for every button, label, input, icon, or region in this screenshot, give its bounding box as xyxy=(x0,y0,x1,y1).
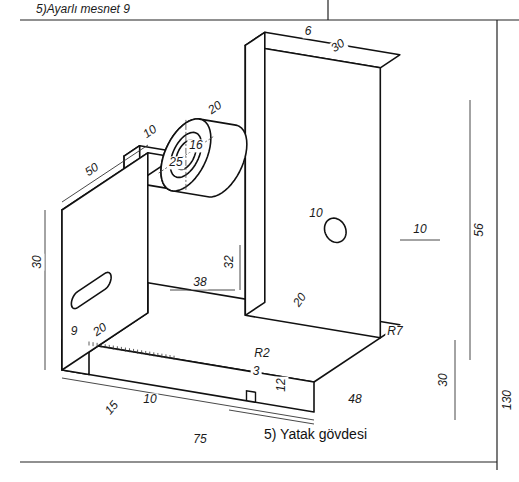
mounting-hole xyxy=(325,218,347,242)
fillet-mark xyxy=(113,346,114,350)
fillet-mark xyxy=(109,345,110,349)
drawing-title: 5) Yatak gövdesi xyxy=(262,426,369,442)
dimension-label: 15 xyxy=(101,397,122,419)
frame-line xyxy=(20,461,497,462)
fillet-mark xyxy=(89,342,90,346)
fillet-mark xyxy=(133,349,134,353)
center-line xyxy=(159,120,214,190)
dimension-label: 130 xyxy=(501,388,514,412)
dimension-label: 20 xyxy=(204,98,226,119)
fillet-mark xyxy=(117,346,118,350)
fillet-mark xyxy=(145,351,146,355)
fillet-mark xyxy=(105,344,106,348)
dimension-label: 3 xyxy=(251,365,262,378)
dimension-line xyxy=(170,290,235,291)
dimension-label: 30 xyxy=(31,253,44,270)
dimension-label: 48 xyxy=(346,393,363,406)
dimension-label: 16 xyxy=(187,139,204,152)
dimension-label: 30 xyxy=(437,371,450,388)
dimension-label: 56 xyxy=(473,221,486,238)
dimension-label: 10 xyxy=(141,393,158,406)
fillet-mark xyxy=(93,342,94,346)
fillet-mark xyxy=(153,352,154,356)
base-plate-front xyxy=(62,340,314,412)
dimension-label: 9 xyxy=(69,325,80,338)
slot xyxy=(71,272,111,308)
fillet-mark xyxy=(149,352,150,356)
dimension-label: 10 xyxy=(411,223,428,236)
fillet-mark xyxy=(137,350,138,354)
dimension-label: 12 xyxy=(275,376,288,393)
fillet-mark xyxy=(174,356,175,360)
dimension-line xyxy=(62,145,148,202)
fillet-mark xyxy=(129,348,130,352)
dimension-label: 32 xyxy=(223,253,236,270)
fillet-mark xyxy=(97,343,98,347)
dimension-line xyxy=(455,340,456,420)
fillet-mark xyxy=(170,355,171,359)
fillet-mark xyxy=(157,353,158,357)
sheet-heading: 5)Ayarlı mesnet 9 xyxy=(34,3,132,16)
left-plate-side xyxy=(62,153,148,370)
fillet-mark xyxy=(121,347,122,351)
dimension-label: 6 xyxy=(303,25,314,38)
dimension-label: 10 xyxy=(139,122,161,143)
frame-line xyxy=(20,19,519,20)
right-plate-side xyxy=(245,32,264,315)
base-notch xyxy=(247,391,256,403)
fillet-mark xyxy=(161,354,162,358)
dimension-line xyxy=(470,100,471,360)
fillet-mark xyxy=(141,350,142,354)
frame-line xyxy=(327,0,328,20)
dimension-label: 10 xyxy=(307,207,324,220)
dimension-label: R2 xyxy=(252,347,271,360)
boss-cylinder xyxy=(161,119,247,197)
dimension-line xyxy=(240,245,241,290)
fillet-mark xyxy=(125,348,126,352)
dimension-label: 75 xyxy=(191,433,208,446)
part-body xyxy=(62,32,400,412)
dimension-line xyxy=(45,210,46,370)
fillet-mark xyxy=(165,354,166,358)
fillet-mark xyxy=(101,344,102,348)
frame-line xyxy=(496,20,497,470)
dimension-label: 25 xyxy=(167,156,184,169)
dimension-line xyxy=(400,240,440,241)
dimension-label: R7 xyxy=(385,325,404,338)
dimension-line xyxy=(229,410,314,424)
dimension-label: 38 xyxy=(191,276,208,289)
